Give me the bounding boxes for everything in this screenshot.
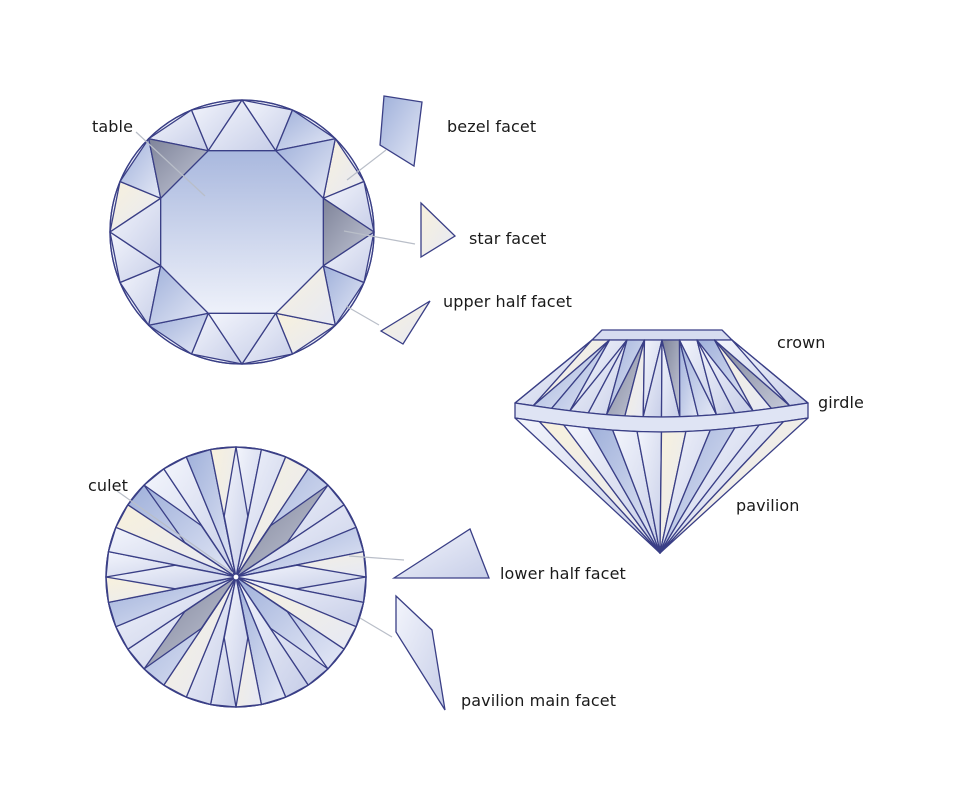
leader-star xyxy=(343,230,416,245)
crown-top-view xyxy=(109,99,375,365)
leader-lower-half xyxy=(348,555,405,561)
label-star-facet: star facet xyxy=(469,229,547,248)
leader-pavilion-main xyxy=(359,617,393,638)
lower-half-facet-shape xyxy=(391,528,490,579)
leader-culet xyxy=(116,490,234,574)
upper-half-facet-shape xyxy=(379,300,431,345)
label-culet: culet xyxy=(88,476,128,495)
side-pavilion-facet xyxy=(659,417,809,554)
label-table: table xyxy=(92,117,134,136)
label-pavilion-main-facet: pavilion main facet xyxy=(461,691,617,710)
diamond-side-profile xyxy=(514,329,809,554)
leader-table xyxy=(135,131,206,197)
bezel-facet-shape xyxy=(379,95,423,168)
label-girdle: girdle xyxy=(818,393,864,412)
table-facet xyxy=(160,150,324,314)
star-facet-shape xyxy=(420,201,457,259)
pavilion-main-facet-shape xyxy=(395,594,446,711)
label-bezel-facet: bezel facet xyxy=(447,117,537,136)
crown-girdle-ring xyxy=(109,99,375,365)
side-table xyxy=(591,329,733,341)
leader-lines xyxy=(116,131,416,638)
label-crown: crown xyxy=(777,333,826,352)
pavilion-bottom-view xyxy=(105,446,367,708)
label-upper-half-facet: upper half facet xyxy=(443,292,573,311)
culet-point xyxy=(232,573,240,581)
leader-bezel xyxy=(346,149,387,181)
leader-upper-half xyxy=(345,305,380,326)
label-pavilion: pavilion xyxy=(736,496,800,515)
pavilion-girdle-ring xyxy=(105,446,367,708)
label-lower-half-facet: lower half facet xyxy=(500,564,626,583)
